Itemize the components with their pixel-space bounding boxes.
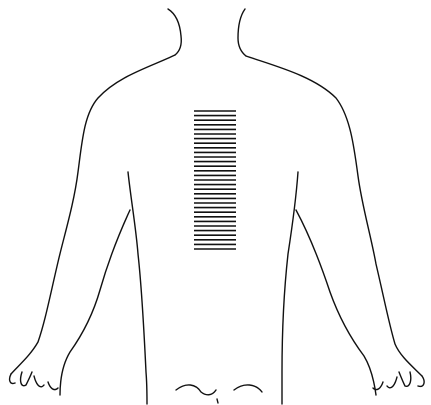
left-torso-side [128, 172, 147, 404]
spine-barcode-patch [194, 111, 236, 249]
right-hand [373, 372, 424, 390]
neck-left-line [168, 9, 181, 55]
right-shoulder-arm-outline [246, 56, 422, 376]
right-inner-arm [296, 210, 376, 395]
buttocks-crease [176, 385, 216, 395]
left-shoulder-arm-outline [11, 55, 175, 374]
left-hand [10, 372, 58, 390]
body-outline [10, 9, 424, 404]
left-inner-arm [60, 210, 130, 395]
neck-right-line [238, 9, 246, 56]
buttocks-crease-right [234, 385, 262, 392]
spine-mark [217, 399, 218, 403]
right-torso-side [282, 172, 298, 404]
